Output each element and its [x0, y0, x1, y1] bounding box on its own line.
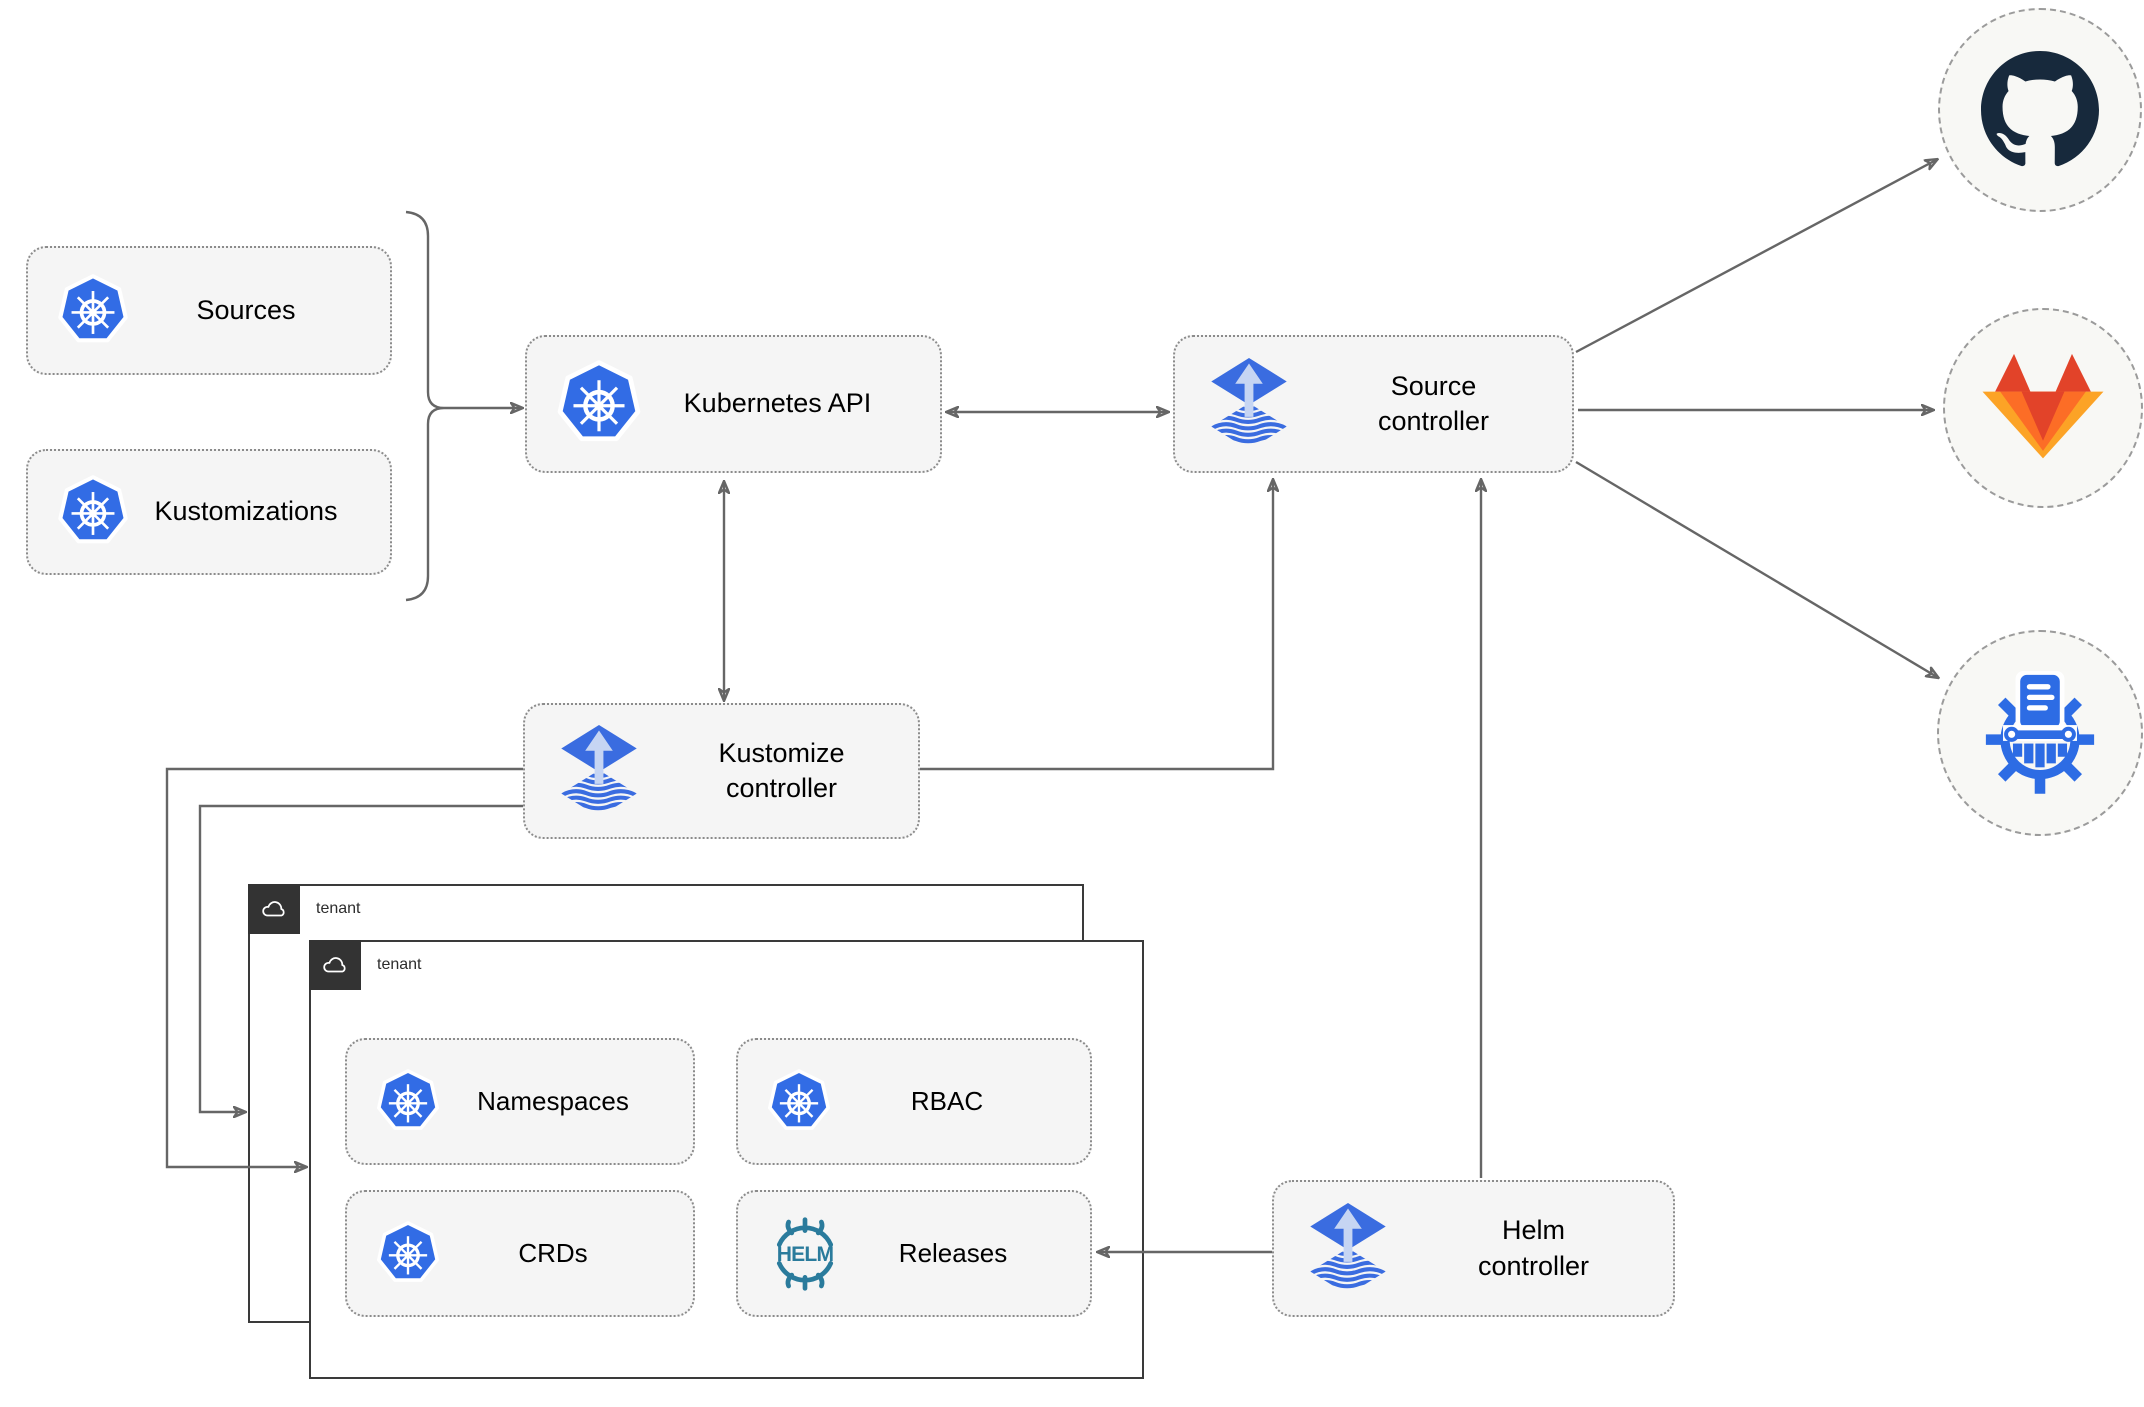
node-kustomize-controller: Kustomize controller	[523, 703, 920, 839]
kubernetes-icon	[375, 1068, 441, 1135]
cloud-icon	[319, 952, 351, 978]
node-label: Kustomizations	[154, 496, 338, 527]
kubernetes-icon	[766, 1068, 832, 1135]
tenant-label: tenant	[316, 900, 361, 917]
node-label: CRDs	[518, 1237, 588, 1268]
tenant-tab	[308, 939, 361, 990]
edge-kustomize-to-source	[920, 481, 1273, 771]
endpoint-gitlab	[1943, 308, 2143, 508]
kubernetes-icon	[555, 360, 643, 448]
github-icon	[1981, 51, 2099, 169]
node-rbac: RBAC	[736, 1038, 1092, 1165]
cloud-icon	[258, 896, 290, 922]
edge-group-bracket	[405, 210, 445, 602]
node-releases: HELM Releases	[736, 1190, 1092, 1317]
flux-icon	[553, 723, 645, 819]
node-helm-controller: Helm controller	[1272, 1180, 1675, 1317]
node-kustomizations: Kustomizations	[26, 449, 392, 575]
node-kubernetes-api: Kubernetes API	[525, 335, 942, 473]
tenant-label: tenant	[377, 956, 422, 973]
node-namespaces: Namespaces	[345, 1038, 695, 1165]
gitlab-icon	[1980, 350, 2106, 466]
tenant-tab	[247, 883, 300, 934]
node-label: Sources	[196, 294, 296, 325]
edge-source-to-github	[1575, 160, 1936, 354]
svg-text:HELM: HELM	[777, 1243, 834, 1266]
node-label: Kubernetes API	[683, 388, 872, 419]
node-label: Releases	[898, 1237, 1008, 1268]
kubernetes-icon	[375, 1220, 441, 1287]
node-label: Kustomize controller	[718, 737, 845, 803]
node-sources: Sources	[26, 246, 392, 375]
flux-icon	[1203, 356, 1295, 452]
edge-source-to-kustomize-endpoint	[1575, 460, 1937, 677]
flux-icon	[1302, 1201, 1394, 1297]
node-label: Source controller	[1377, 370, 1490, 436]
helm-icon: HELM	[766, 1215, 844, 1293]
node-label: Helm controller	[1477, 1215, 1590, 1281]
kubernetes-icon	[56, 475, 130, 549]
node-label: Namespaces	[477, 1085, 629, 1116]
node-crds: CRDs	[345, 1190, 695, 1317]
node-source-controller: Source controller	[1173, 335, 1574, 473]
endpoint-kustomize	[1937, 630, 2143, 836]
node-label: RBAC	[910, 1085, 984, 1116]
kubernetes-icon	[56, 273, 130, 348]
kustomize-icon	[1974, 667, 2106, 799]
endpoint-github	[1938, 8, 2142, 212]
